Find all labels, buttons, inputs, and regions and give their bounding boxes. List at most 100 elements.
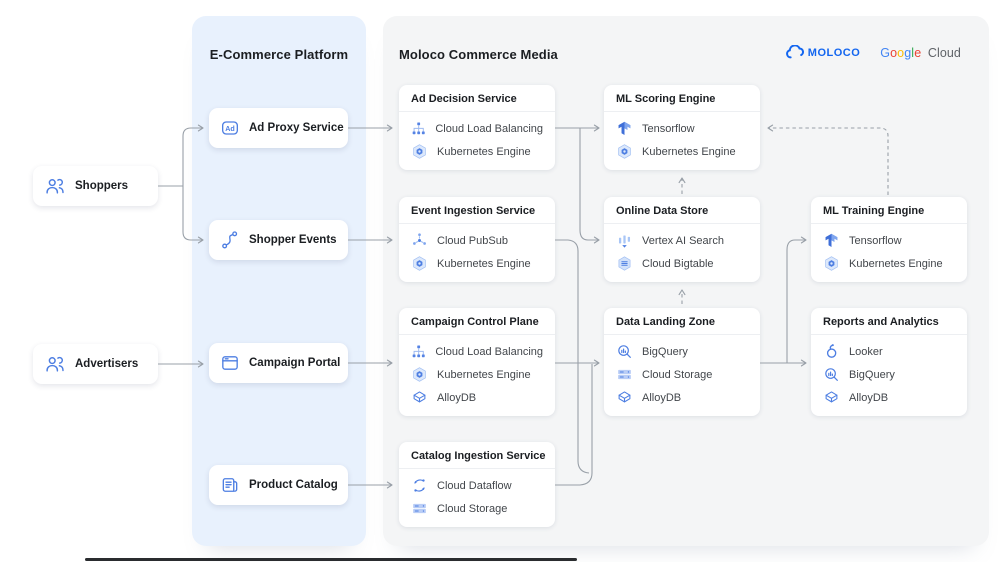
tensorflow-icon (618, 121, 631, 135)
service-row-alloydb: AlloyDB (604, 386, 760, 409)
cloud-load-balancing-icon (412, 122, 425, 135)
google-letter: l (911, 45, 915, 60)
card-title-catalog-ingestion-service: Catalog Ingestion Service (399, 442, 555, 469)
kubernetes-engine-icon (618, 144, 631, 159)
service-label-tensorflow: Tensorflow (849, 234, 902, 247)
moloco-logo-text: MOLOCO (807, 46, 861, 59)
node-label-product-catalog: Product Catalog (249, 479, 338, 491)
moloco-panel-title: Moloco Commerce Media (399, 47, 558, 62)
service-label-kubernetes-engine: Kubernetes Engine (437, 368, 531, 381)
cloud-bigtable-icon (618, 256, 631, 271)
service-row-kubernetes-engine: Kubernetes Engine (399, 363, 555, 386)
bigquery-icon (618, 345, 631, 358)
kubernetes-engine-icon (413, 144, 426, 159)
card-title-ml-training-engine: ML Training Engine (811, 197, 967, 224)
events-flow-icon (222, 231, 238, 249)
ecommerce-panel-title: E-Commerce Platform (209, 47, 349, 62)
service-label-kubernetes-engine: Kubernetes Engine (849, 257, 943, 270)
google-letter: G (880, 45, 891, 60)
node-product-catalog: Product Catalog (209, 465, 348, 505)
service-row-alloydb: AlloyDB (399, 386, 555, 409)
service-label-cloud-dataflow: Cloud Dataflow (437, 479, 512, 492)
kubernetes-engine-icon (413, 367, 426, 382)
service-label-cloud-storage: Cloud Storage (642, 368, 713, 381)
service-label-bigquery: BigQuery (642, 345, 688, 358)
google-letter: e (914, 45, 922, 60)
service-row-looker: Looker (811, 340, 967, 363)
service-label-alloydb: AlloyDB (437, 391, 477, 404)
node-campaign-portal: Campaign Portal (209, 343, 348, 383)
node-advertisers: Advertisers (33, 344, 158, 384)
cloud-storage-icon (413, 503, 426, 514)
service-row-cloud-storage: Cloud Storage (399, 497, 555, 520)
google-letter: g (904, 45, 912, 60)
service-label-kubernetes-engine: Kubernetes Engine (437, 257, 531, 270)
ecommerce-panel: E-Commerce Platform (192, 16, 366, 546)
cloud-pubsub-icon (413, 233, 426, 245)
looker-icon (826, 344, 837, 358)
service-row-kubernetes-engine: Kubernetes Engine (399, 140, 555, 163)
catalog-document-icon (222, 478, 238, 492)
node-label-ad-proxy-service: Ad Proxy Service (249, 122, 344, 134)
service-row-alloydb: AlloyDB (811, 386, 967, 409)
service-label-kubernetes-engine: Kubernetes Engine (437, 145, 531, 158)
node-label-shopper-events: Shopper Events (249, 234, 337, 246)
service-row-bigquery: BigQuery (604, 340, 760, 363)
google-cloud-logo: Google Cloud (880, 46, 961, 60)
svg-text:Ad: Ad (225, 125, 235, 133)
cloud-storage-icon (618, 369, 631, 380)
service-row-vertex-ai-search: Vertex AI Search (604, 229, 760, 252)
node-shopper-events: Shopper Events (209, 220, 348, 260)
service-label-alloydb: AlloyDB (849, 391, 889, 404)
service-label-kubernetes-engine: Kubernetes Engine (642, 145, 736, 158)
browser-window-icon (222, 356, 238, 370)
service-row-cloud-dataflow: Cloud Dataflow (399, 474, 555, 497)
google-letter: o (897, 45, 905, 60)
service-label-cloud-pubsub: Cloud PubSub (437, 234, 508, 247)
service-row-bigquery: BigQuery (811, 363, 967, 386)
bigquery-icon (825, 368, 838, 381)
google-cloud-word: Cloud (927, 45, 961, 60)
vertex-ai-search-icon (618, 235, 631, 248)
service-row-tensorflow: Tensorflow (604, 117, 760, 140)
service-row-cloud-pubsub: Cloud PubSub (399, 229, 555, 252)
kubernetes-engine-icon (825, 256, 838, 271)
cloud-dataflow-icon (414, 479, 425, 492)
service-row-cloud-storage: Cloud Storage (604, 363, 760, 386)
service-label-cloud-load-balancing: Cloud Load Balancing (435, 122, 543, 135)
kubernetes-engine-icon (413, 256, 426, 271)
tensorflow-icon (825, 233, 838, 247)
service-label-looker: Looker (849, 345, 883, 358)
card-title-event-ingestion-service: Event Ingestion Service (399, 197, 555, 224)
alloydb-icon (618, 391, 631, 403)
users-icon (46, 356, 64, 372)
node-ad-proxy-service: Ad Ad Proxy Service (209, 108, 348, 148)
node-label-shoppers: Shoppers (75, 180, 129, 192)
google-letter: o (890, 45, 898, 60)
service-row-cloud-bigtable: Cloud Bigtable (604, 252, 760, 275)
card-title-reports-and-analytics: Reports and Analytics (811, 308, 967, 335)
logo-row: MOLOCO Google Cloud (785, 45, 961, 60)
moloco-cloud-icon (785, 45, 804, 59)
service-label-cloud-load-balancing: Cloud Load Balancing (435, 345, 543, 358)
moloco-logo: MOLOCO (785, 45, 861, 60)
service-row-kubernetes-engine: Kubernetes Engine (399, 252, 555, 275)
service-row-kubernetes-engine: Kubernetes Engine (604, 140, 760, 163)
bottom-progress-bar[interactable] (85, 558, 577, 561)
service-label-bigquery: BigQuery (849, 368, 895, 381)
service-row-cloud-load-balancing: Cloud Load Balancing (399, 340, 555, 363)
cloud-load-balancing-icon (412, 345, 425, 358)
card-title-campaign-control-plane: Campaign Control Plane (399, 308, 555, 335)
service-row-kubernetes-engine: Kubernetes Engine (811, 252, 967, 275)
node-label-campaign-portal: Campaign Portal (249, 357, 341, 369)
service-label-cloud-bigtable: Cloud Bigtable (642, 257, 714, 270)
card-title-online-data-store: Online Data Store (604, 197, 760, 224)
